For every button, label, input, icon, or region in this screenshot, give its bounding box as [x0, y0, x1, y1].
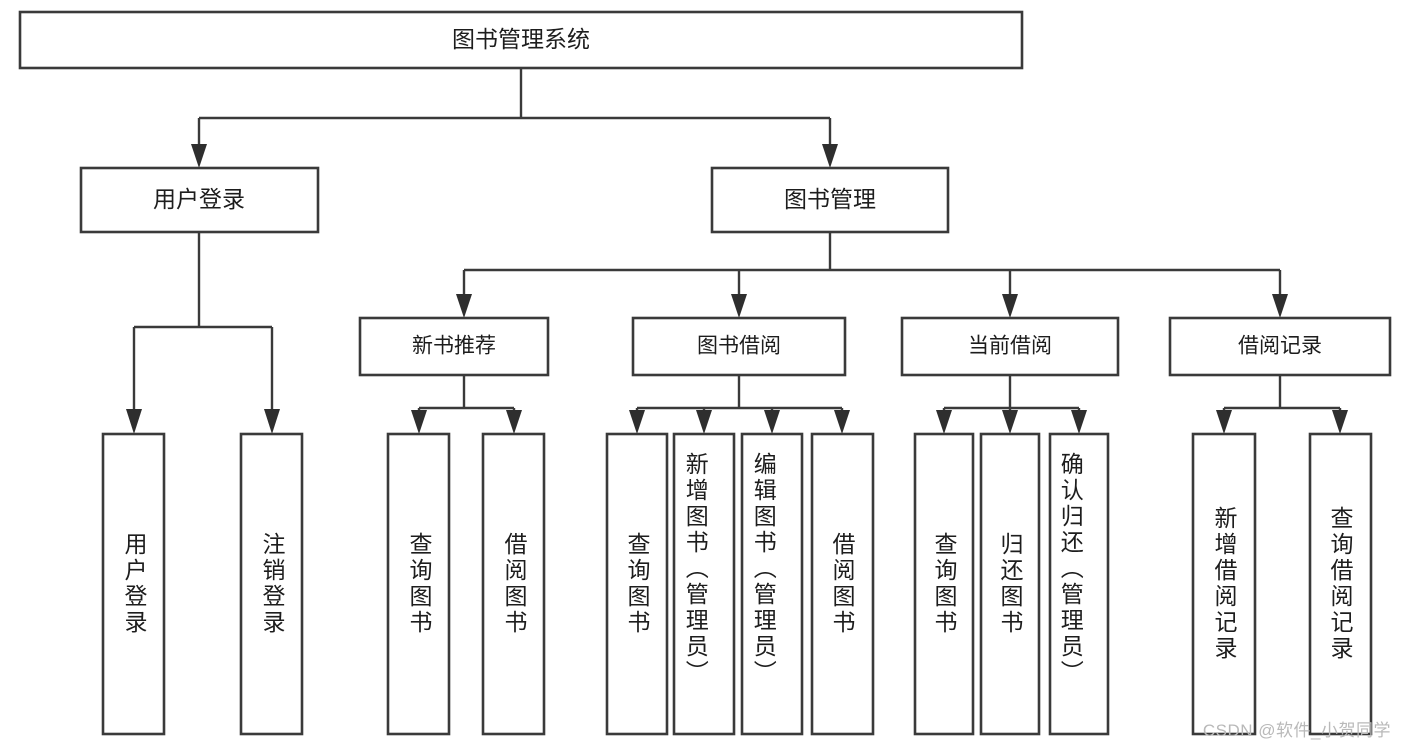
leaf-borrow-query-label: 查询图书 — [624, 532, 651, 636]
leaf-newbook-borrow-box[interactable] — [481, 432, 546, 736]
leaf-record-query-label: 查询借阅记录 — [1327, 506, 1354, 662]
leaf-newbook-query-label: 查询图书 — [406, 532, 433, 636]
node-book-manage[interactable]: 图书管理 — [710, 166, 950, 234]
leaf-borrow-query[interactable]: 查询图书 — [605, 432, 669, 736]
node-current-borrow-label: 当前借阅 — [968, 335, 1052, 358]
leaf-borrow-lend-label: 借阅图书 — [829, 532, 856, 636]
node-book-borrow-box[interactable] — [631, 316, 847, 377]
leaf-borrow-query-box[interactable] — [605, 432, 669, 736]
leaf-record-add-label: 新增借阅记录 — [1211, 506, 1238, 662]
leaf-borrow-edit-label: 编辑图书（管理员） — [750, 452, 777, 686]
arrow-leaf-borrow-3 — [764, 410, 780, 434]
arrow-leaf-record-1 — [1216, 410, 1232, 434]
leaf-borrow-add-label: 新增图书（管理员） — [682, 452, 709, 686]
leaf-record-query-box[interactable] — [1308, 432, 1373, 736]
node-user-login[interactable]: 用户登录 — [79, 166, 320, 234]
arrow-to-book-manage — [822, 144, 838, 168]
leaf-user-login-logout-box[interactable] — [239, 432, 304, 736]
leaf-newbook-borrow-label: 借阅图书 — [501, 532, 528, 636]
node-book-manage-box[interactable] — [710, 166, 950, 234]
node-new-book-recommend[interactable]: 新书推荐 — [358, 316, 550, 377]
arrow-tier2-1 — [456, 294, 472, 318]
leaf-current-query[interactable]: 查询图书 — [913, 432, 975, 736]
leaf-current-query-box[interactable] — [913, 432, 975, 736]
arrow-leaf-current-1 — [936, 410, 952, 434]
leaf-user-login-login-label: 用户登录 — [121, 532, 148, 636]
node-borrow-record[interactable]: 借阅记录 — [1168, 316, 1392, 377]
arrow-tier2-3 — [1002, 294, 1018, 318]
node-book-borrow-label: 图书借阅 — [697, 335, 781, 358]
node-borrow-record-label: 借阅记录 — [1238, 335, 1322, 358]
arrow-to-user-login — [191, 144, 207, 168]
leaf-current-confirm-box[interactable] — [1048, 432, 1110, 736]
leaf-newbook-query-box[interactable] — [386, 432, 451, 736]
arrow-leaf-user-login-1 — [126, 409, 142, 434]
arrow-leaf-current-2 — [1002, 410, 1018, 434]
leaf-current-return[interactable]: 归还图书 — [979, 432, 1041, 736]
node-book-borrow[interactable]: 图书借阅 — [631, 316, 847, 377]
leaf-user-login-login-box[interactable] — [101, 432, 166, 736]
arrow-leaf-newbook-2 — [506, 410, 522, 434]
node-borrow-record-box[interactable] — [1168, 316, 1392, 377]
leaf-current-return-label: 归还图书 — [997, 532, 1024, 636]
arrow-leaf-newbook-1 — [411, 410, 427, 434]
leaf-borrow-edit-box[interactable] — [740, 432, 804, 736]
leaf-record-add[interactable]: 新增借阅记录 — [1191, 432, 1257, 736]
node-current-borrow-box[interactable] — [900, 316, 1120, 377]
leaf-current-query-label: 查询图书 — [931, 532, 958, 636]
node-user-login-label: 用户登录 — [153, 186, 245, 212]
node-root-label: 图书管理系统 — [452, 26, 590, 52]
leaf-current-confirm-label: 确认归还（管理员） — [1057, 452, 1084, 686]
node-root[interactable]: 图书管理系统 — [18, 10, 1024, 70]
arrow-leaf-record-2 — [1332, 410, 1348, 434]
arrow-tier2-2 — [731, 294, 747, 318]
leaf-borrow-lend[interactable]: 借阅图书 — [810, 432, 875, 736]
node-new-book-recommend-box[interactable] — [358, 316, 550, 377]
node-book-manage-label: 图书管理 — [784, 186, 876, 212]
arrow-leaf-borrow-2 — [696, 410, 712, 434]
node-user-login-box[interactable] — [79, 166, 320, 234]
leaf-borrow-add[interactable]: 新增图书（管理员） — [672, 432, 736, 736]
leaf-borrow-add-box[interactable] — [672, 432, 736, 736]
leaf-borrow-edit[interactable]: 编辑图书（管理员） — [740, 432, 804, 736]
leaf-user-login-logout[interactable]: 注销登录 — [239, 432, 304, 736]
node-new-book-recommend-label: 新书推荐 — [412, 335, 496, 358]
node-root-box[interactable] — [18, 10, 1024, 70]
leaf-borrow-lend-box[interactable] — [810, 432, 875, 736]
leaf-current-confirm[interactable]: 确认归还（管理员） — [1048, 432, 1110, 736]
arrow-leaf-current-3 — [1071, 410, 1087, 434]
leaf-record-add-box[interactable] — [1191, 432, 1257, 736]
node-current-borrow[interactable]: 当前借阅 — [900, 316, 1120, 377]
csdn-watermark: CSDN @软件_小贺同学 — [1202, 721, 1391, 740]
leaf-newbook-borrow[interactable]: 借阅图书 — [481, 432, 546, 736]
leaf-newbook-query[interactable]: 查询图书 — [386, 432, 451, 736]
arrow-tier2-4 — [1272, 294, 1288, 318]
leaf-record-query[interactable]: 查询借阅记录 — [1308, 432, 1373, 736]
leaf-user-login-login[interactable]: 用户登录 — [101, 432, 166, 736]
leaf-current-return-box[interactable] — [979, 432, 1041, 736]
edges-layer — [126, 68, 1348, 434]
arrow-leaf-borrow-1 — [629, 410, 645, 434]
arrow-leaf-user-login-2 — [264, 409, 280, 434]
arrow-leaf-borrow-4 — [834, 410, 850, 434]
leaf-user-login-logout-label: 注销登录 — [259, 532, 286, 636]
